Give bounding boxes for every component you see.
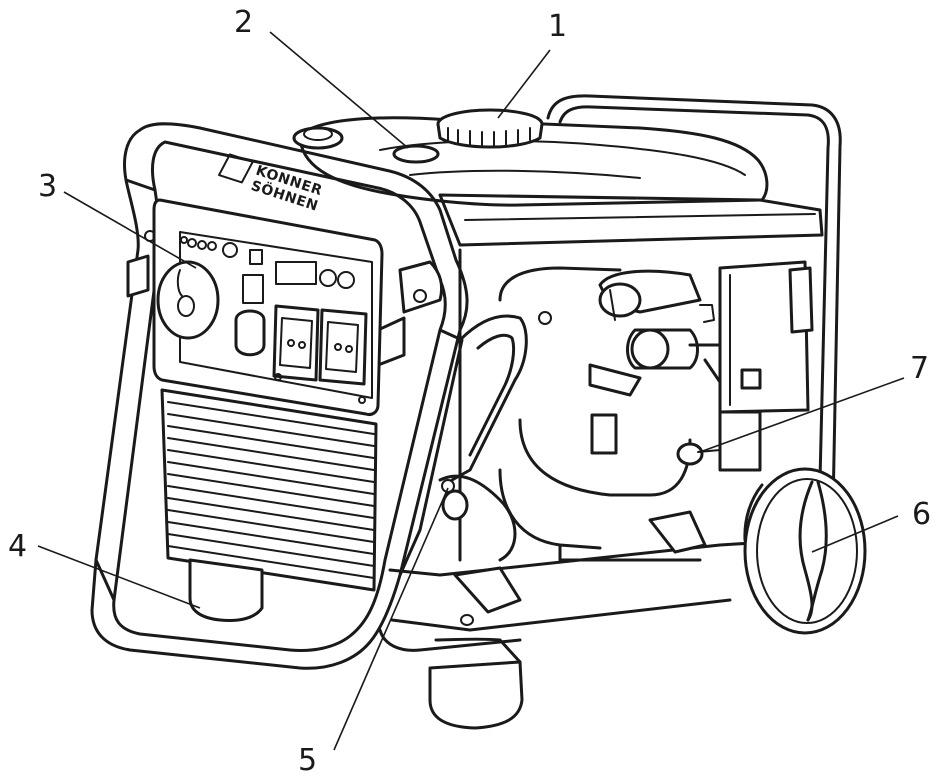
callout-4: 4	[8, 529, 27, 564]
callout-7: 7	[910, 351, 929, 386]
leader-1	[497, 49, 551, 119]
leader-3	[63, 191, 197, 269]
leader-5	[333, 487, 449, 751]
callout-5: 5	[298, 743, 317, 775]
front-grille	[160, 388, 378, 592]
callout-1: 1	[548, 9, 567, 44]
leader-2	[269, 31, 409, 149]
wheel	[743, 467, 867, 635]
leader-6	[811, 515, 899, 553]
front-foot	[188, 558, 264, 622]
control-panel	[152, 198, 384, 416]
engine	[438, 248, 744, 562]
oil-vent-cap	[392, 144, 440, 164]
side-box	[676, 260, 814, 472]
side-handle	[450, 314, 528, 482]
leader-4	[37, 545, 201, 609]
base-frame	[378, 510, 802, 730]
fuel-cap	[436, 108, 544, 149]
callout-labels: 1 2 3 4 5 6 7	[8, 5, 931, 775]
callout-6: 6	[912, 497, 931, 532]
callout-3: 3	[38, 169, 57, 204]
leader-lines	[37, 31, 905, 751]
frame-knob	[292, 126, 344, 150]
fuel-tank	[298, 116, 824, 247]
leader-7	[699, 377, 905, 453]
callout-2: 2	[234, 5, 253, 40]
